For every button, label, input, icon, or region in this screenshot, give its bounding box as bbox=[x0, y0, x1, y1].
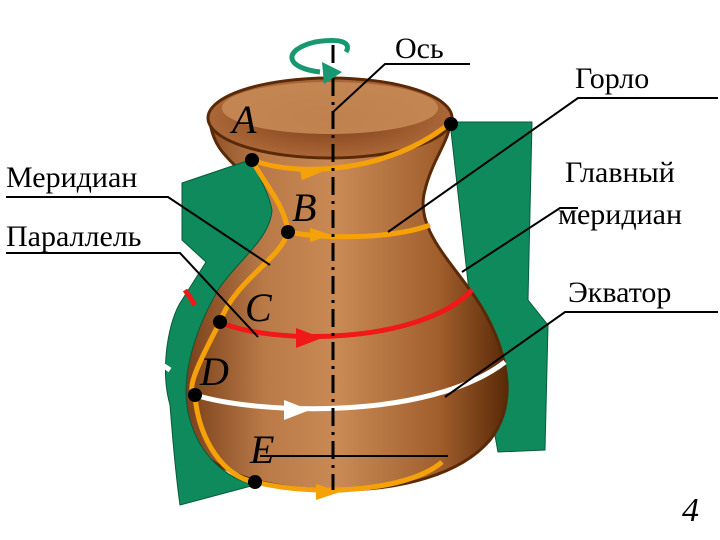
point-d-label: D bbox=[200, 352, 229, 392]
point-c-dot bbox=[213, 315, 227, 329]
main-meridian-label-line1: Главный bbox=[565, 158, 675, 188]
main-meridian-label-line2: меридиан bbox=[558, 200, 682, 230]
page-number: 4 bbox=[682, 494, 699, 528]
point-b-label: B bbox=[292, 188, 316, 228]
parallel-label: Параллель bbox=[6, 222, 141, 252]
point-c-label: C bbox=[245, 288, 272, 328]
neck-label: Горло bbox=[575, 64, 649, 94]
point-top-right-dot bbox=[444, 117, 458, 131]
point-a-label: A bbox=[232, 100, 256, 140]
point-e-dot bbox=[248, 475, 262, 489]
point-e-label: E bbox=[250, 430, 274, 470]
axis-label: Ось bbox=[395, 34, 444, 64]
rotation-arrow-icon bbox=[292, 40, 348, 72]
point-a-dot bbox=[245, 153, 259, 167]
meridian-label: Меридиан bbox=[6, 163, 137, 193]
equator-label: Экватор bbox=[568, 278, 671, 308]
